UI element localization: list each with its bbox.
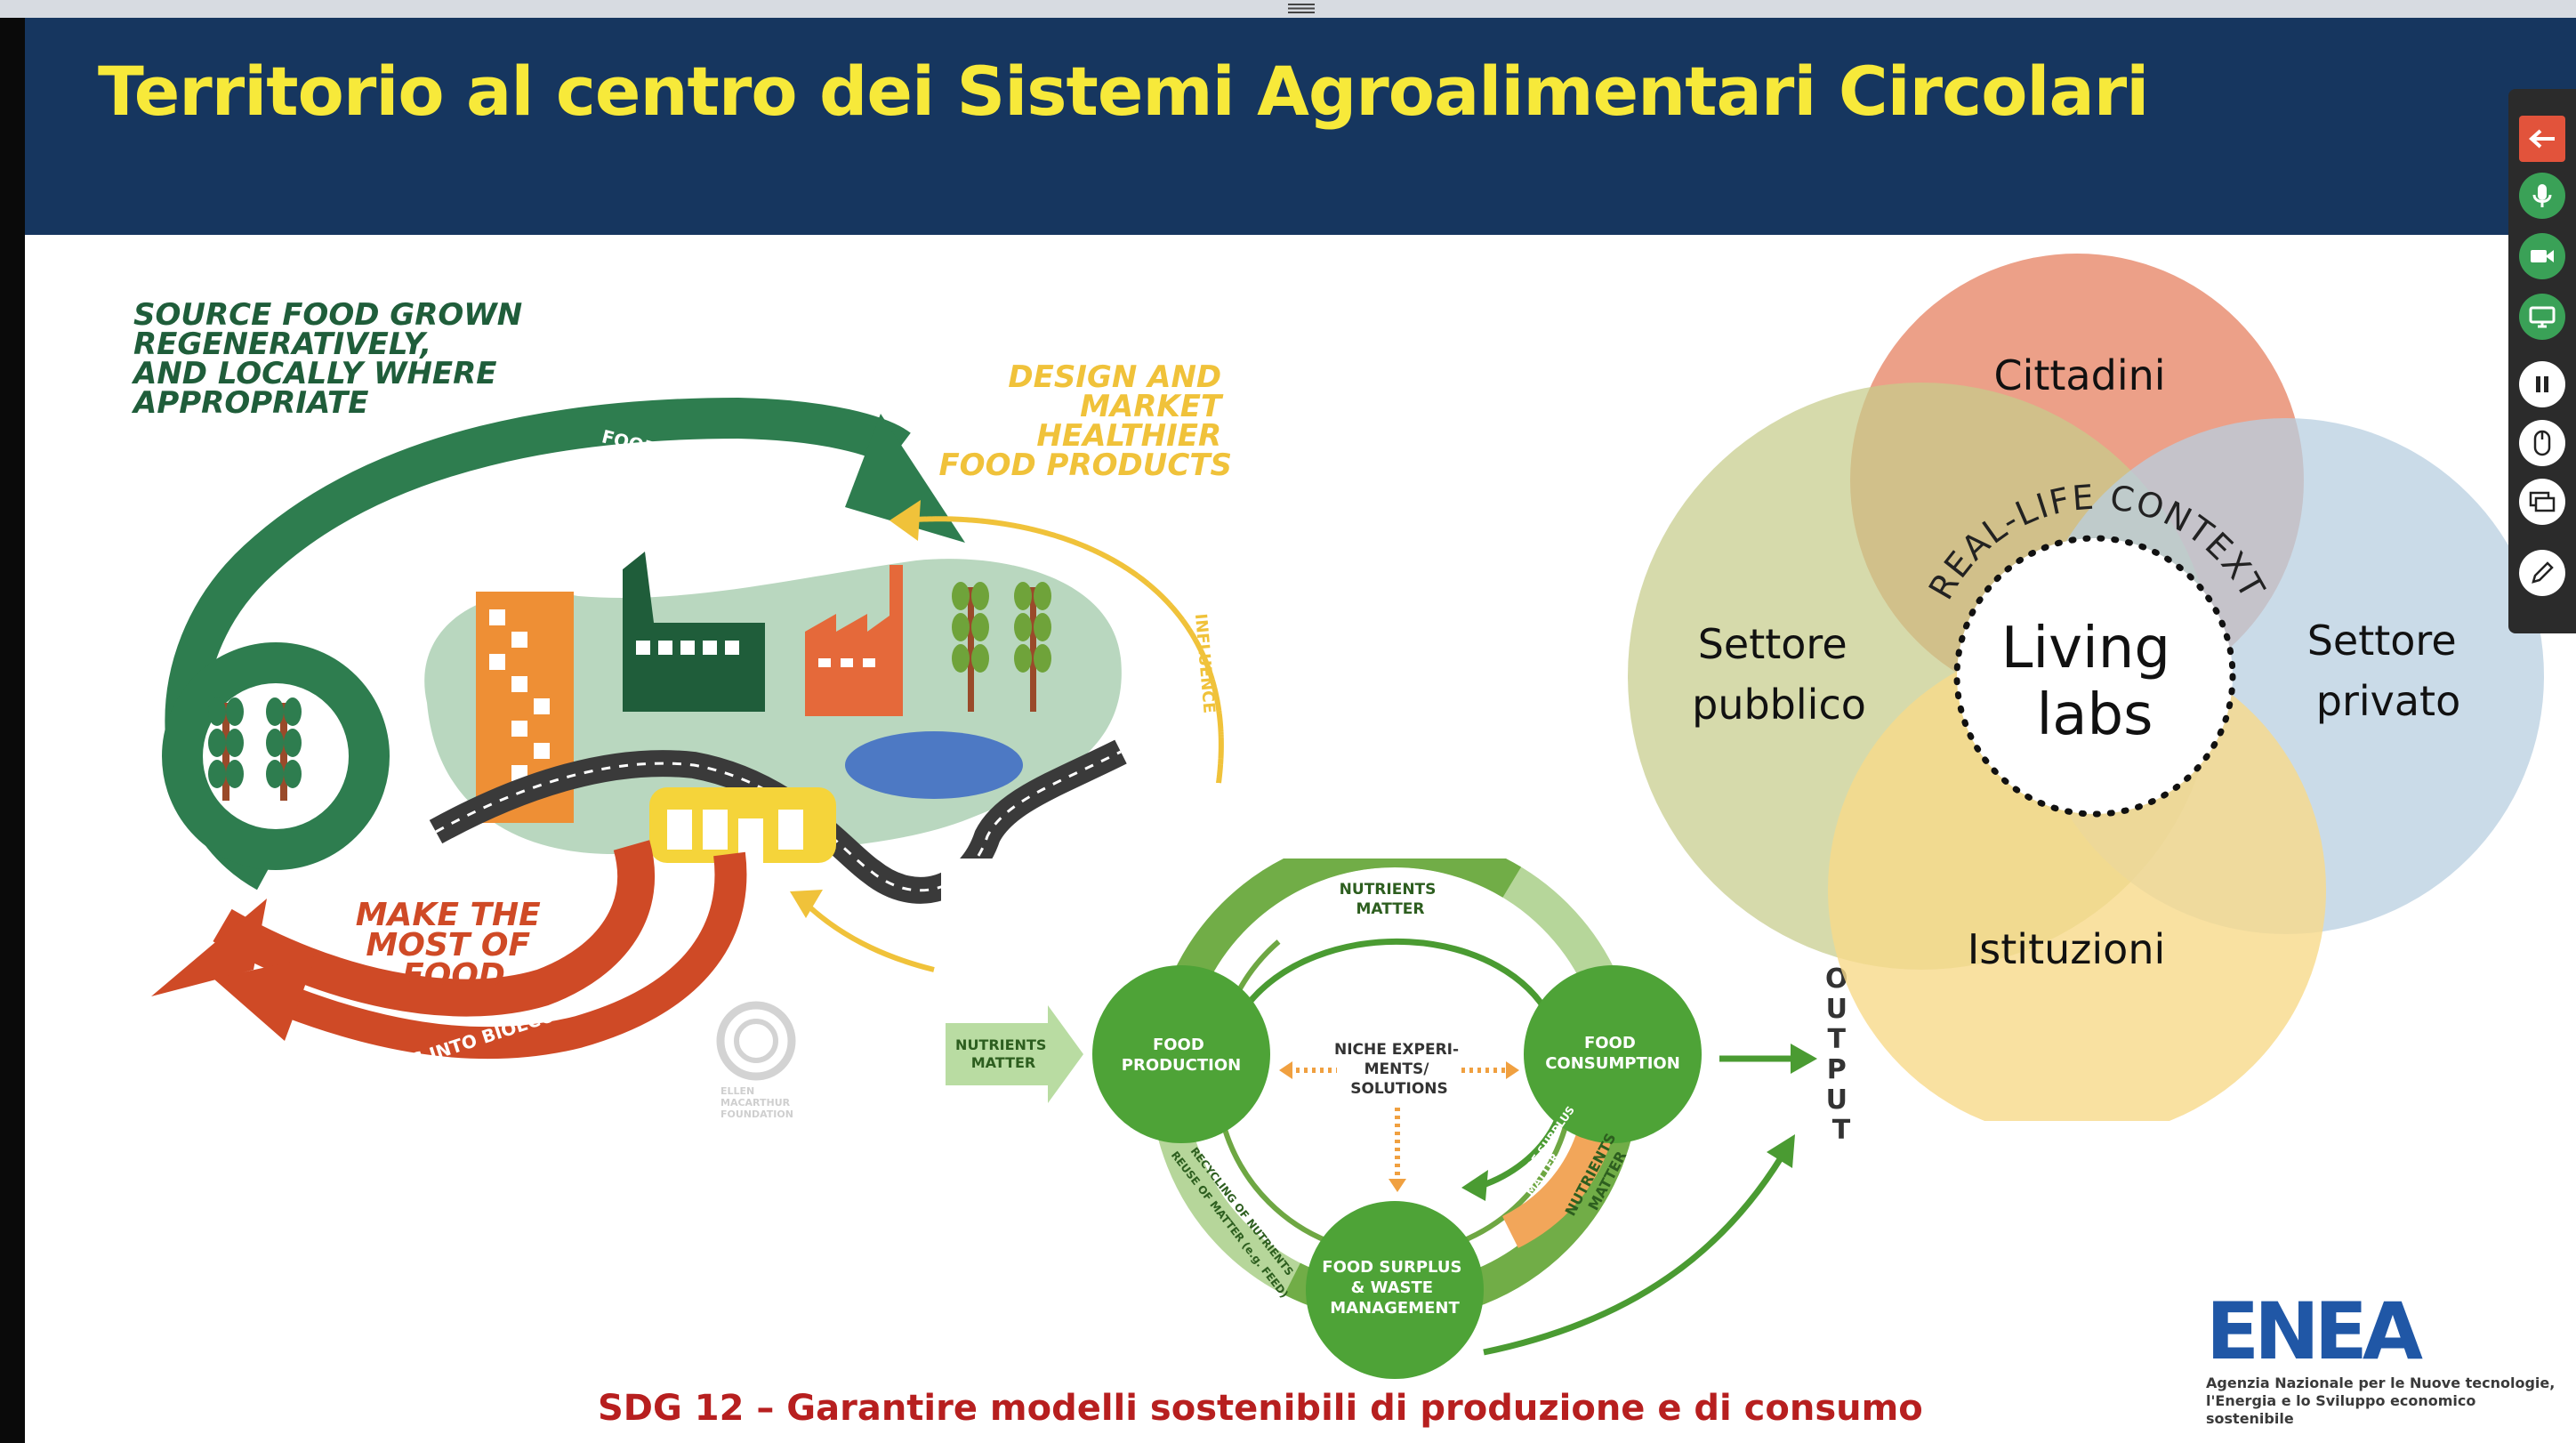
- slide-header: [25, 18, 2576, 235]
- svg-text:ELLEN MACARTHUR FO: ELLEN MACARTHUR FOUNDATION: [720, 1085, 793, 1120]
- ellen-macarthur-logo: ELLEN MACARTHUR FOUNDATION: [716, 1001, 796, 1120]
- arc-influence: INFLUENCE: [1191, 613, 1219, 714]
- node-food-production: [1092, 965, 1270, 1143]
- label-istituzioni: Istituzioni: [1968, 925, 2166, 973]
- slide-title: Territorio al centro dei Sistemi Agroali…: [98, 52, 2149, 131]
- label-settore-pubblico: Settore pubblico: [1692, 620, 1866, 729]
- enea-wordmark: ENEA: [2206, 1286, 2428, 1377]
- label-source-food: SOURCE FOOD GROWN REGENERATIVELY, AND LO…: [131, 297, 533, 421]
- tree-icon: [266, 697, 302, 801]
- drag-handle-icon[interactable]: [1286, 3, 1316, 14]
- living-labs-venn: REAL-LIFE CONTEXT Living labs Cittadini …: [1628, 254, 2544, 1121]
- pen-icon[interactable]: [2519, 550, 2565, 596]
- food-cycle-diagram: NUTRIENTS MATTER NUTRIENTS MATTER FOOD P…: [941, 859, 1857, 1388]
- label-food-production: FOOD PRODUCTION: [1122, 1036, 1241, 1075]
- sdg-caption: SDG 12 – Garantire modelli sostenibili d…: [598, 1388, 1923, 1429]
- influence-arrow: [902, 516, 1224, 784]
- label-settore-privato: Settore privato: [2307, 617, 2470, 725]
- tree-icon: [1014, 582, 1051, 712]
- label-food-surplus: FOOD SURPLUS & WASTE MANAGEMENT: [1322, 1258, 1467, 1318]
- label-living-labs: Living labs: [2001, 616, 2189, 748]
- label-top-arc: NUTRIENTS MATTER: [1340, 881, 1442, 918]
- presenter-toolbar: [2508, 89, 2576, 633]
- svg-text:O U T P U: O U T P U T: [1825, 963, 1857, 1146]
- factory-building: [623, 552, 765, 712]
- whiteboard-icon[interactable]: [2519, 479, 2565, 525]
- enea-logo: ENEA Agenzia Nazionale per le Nuove tecn…: [2206, 1286, 2562, 1428]
- window-top-bar: [0, 0, 2576, 19]
- window-left-edge: [0, 18, 25, 1443]
- node-food-consumption: [1524, 965, 1702, 1143]
- lake: [845, 731, 1023, 799]
- label-design-market: DESIGN AND MARKET HEALTHIER FOOD PRODUCT…: [938, 359, 1232, 483]
- output-arrow-bottom: [1483, 1155, 1784, 1356]
- label-nutrients-in: NUTRIENTS MATTER: [955, 1036, 1051, 1071]
- pause-icon[interactable]: [2519, 361, 2565, 407]
- label-niche: NICHE EXPERI- MENTS/ SOLUTIONS: [1334, 1041, 1464, 1098]
- label-cittadini: Cittadini: [1993, 351, 2165, 399]
- node-food-surplus: [1306, 1201, 1484, 1379]
- svg-text:ENEA: ENEA: [2206, 1294, 2423, 1366]
- enea-subtitle: Agenzia Nazionale per le Nuove tecnologi…: [2206, 1374, 2556, 1427]
- tree-icon: [952, 582, 989, 712]
- screen-share-icon[interactable]: [2519, 294, 2565, 340]
- circular-city-diagram: SOURCE FOOD GROWN REGENERATIVELY, AND LO…: [131, 297, 1232, 1120]
- output-label: O U T P U T: [1825, 963, 1857, 1146]
- tree-icon: [208, 697, 244, 801]
- by-products-arrow: [213, 840, 656, 1017]
- back-arrow-icon[interactable]: [2519, 116, 2565, 162]
- camera-icon[interactable]: [2519, 233, 2565, 279]
- label-food-consumption: FOOD CONSUMPTION: [1545, 1034, 1680, 1073]
- microphone-icon[interactable]: [2519, 173, 2565, 219]
- nutrients-input-arrow: [946, 1005, 1083, 1103]
- living-labs-core: [1953, 535, 2236, 818]
- industrial-plant: [805, 565, 903, 716]
- mouse-icon[interactable]: [2519, 420, 2565, 466]
- label-make-most: MAKE THE MOST OF FOOD: [356, 897, 552, 994]
